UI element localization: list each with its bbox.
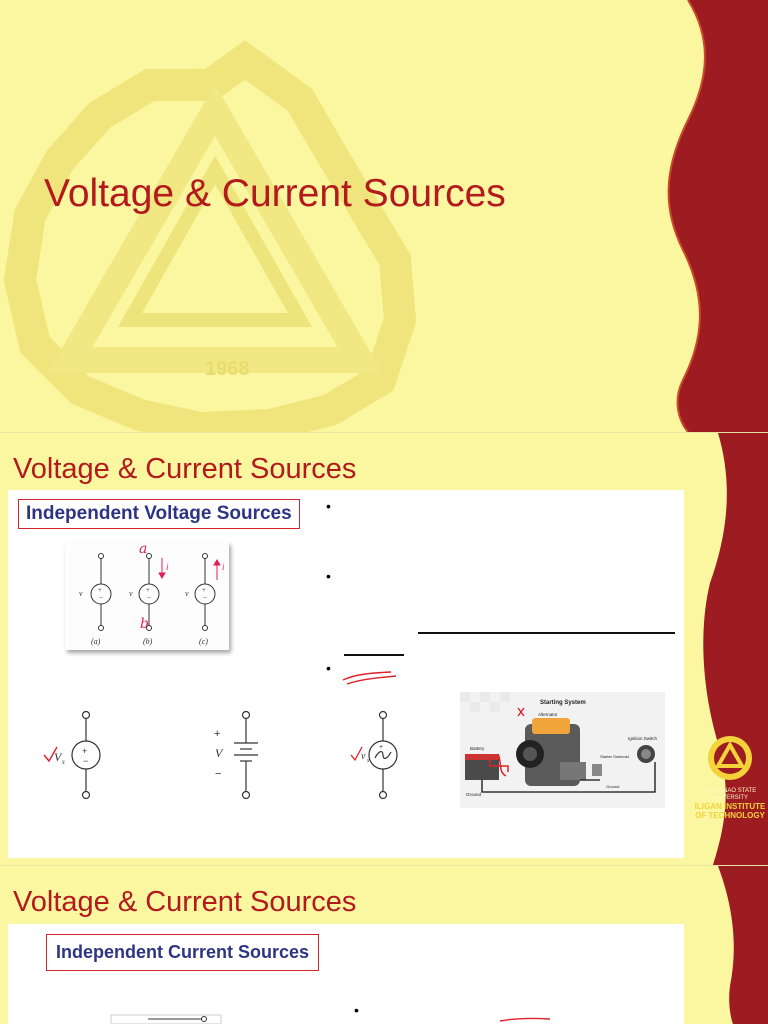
slide-divider	[0, 865, 768, 866]
content-panel: Independent Current Sources •	[8, 924, 684, 1024]
svg-text:v: v	[361, 751, 366, 762]
bullet-3: •	[326, 660, 331, 676]
slide-title: Voltage & Current Sources	[44, 172, 506, 215]
voltage-source-diagram-icon: +− +− +− v v v (a) (b) (c)	[79, 541, 225, 646]
watermark-logo-icon: 1968	[3, 40, 417, 432]
red-scribble-icon	[499, 1017, 551, 1022]
svg-text:v: v	[185, 589, 189, 598]
title-slide: 1968 Voltage & Current Sources	[0, 0, 768, 432]
logo-line-2: UNIVERSITY	[711, 795, 748, 801]
source-figure: +− +− +− v v v (a) (b) (c)	[65, 541, 229, 650]
bullet-1: •	[326, 498, 331, 514]
logo-line-1: MINDANAO STATE	[703, 788, 757, 794]
section-heading: Independent Current Sources	[46, 934, 320, 971]
svg-text:−: −	[215, 768, 221, 780]
svg-text:a: a	[139, 542, 147, 557]
decorative-border-icon	[718, 866, 768, 1024]
current-sources-slide: Voltage & Current Sources Independent Cu…	[0, 866, 768, 1024]
svg-text:+: +	[82, 746, 87, 756]
svg-text:(a): (a)	[91, 637, 101, 646]
university-logo: MINDANAO STATE UNIVERSITY ILIGAN INSTITU…	[692, 733, 768, 820]
svg-text:s: s	[367, 758, 370, 764]
svg-text:b: b	[140, 616, 149, 632]
section-heading: Independent Voltage Sources	[18, 499, 300, 529]
svg-text:Alternator: Alternator	[538, 712, 558, 717]
university-seal-icon	[708, 736, 752, 780]
svg-text:−: −	[147, 594, 151, 602]
svg-text:V: V	[54, 750, 63, 764]
svg-text:−: −	[83, 756, 88, 766]
slide-title: Voltage & Current Sources	[13, 886, 357, 918]
svg-text:+: +	[202, 586, 206, 594]
battery-symbol: + V −	[214, 710, 258, 800]
svg-text:V: V	[215, 746, 224, 760]
red-scribble-icon	[342, 671, 397, 685]
svg-text:+: +	[98, 586, 102, 594]
ac-voltage-source-symbol: + v s	[350, 710, 398, 800]
svg-text:Battery: Battery	[470, 746, 485, 751]
dc-voltage-source-symbol: + − V s	[43, 710, 101, 800]
bullet-1: •	[354, 1002, 359, 1018]
svg-text:i: i	[166, 562, 169, 572]
svg-text:(c): (c)	[199, 637, 208, 646]
watermark-year: 1968	[205, 358, 250, 380]
svg-text:−: −	[99, 594, 103, 602]
logo-line-4: OF TECHNOLOGY	[695, 811, 765, 820]
starting-system-image: Starting System Alternator Battery Groun…	[460, 692, 665, 808]
voltage-sources-slide: Voltage & Current Sources Independent Vo…	[0, 433, 768, 865]
underline-2	[344, 654, 404, 656]
svg-text:i: i	[222, 562, 225, 572]
decorative-border-icon	[667, 0, 768, 432]
current-source-figure-icon	[110, 1014, 222, 1024]
svg-text:Ground: Ground	[466, 792, 482, 797]
svg-text:Starting System: Starting System	[540, 700, 586, 706]
svg-text:+: +	[379, 744, 383, 751]
slide-divider	[0, 432, 768, 433]
svg-text:Ignition Switch: Ignition Switch	[628, 736, 658, 741]
underline-1	[418, 632, 675, 634]
svg-text:s: s	[62, 758, 65, 766]
slide-title: Voltage & Current Sources	[13, 453, 357, 485]
bullet-2: •	[326, 568, 331, 584]
svg-text:(b): (b)	[143, 637, 153, 646]
svg-text:v: v	[129, 589, 133, 598]
svg-text:−: −	[203, 594, 207, 602]
content-panel: Independent Voltage Sources	[8, 490, 684, 858]
svg-text:Ground: Ground	[606, 784, 619, 789]
svg-text:Starter Solenoid: Starter Solenoid	[600, 754, 629, 759]
svg-text:v: v	[79, 589, 83, 598]
logo-line-3: ILIGAN INSTITUTE	[694, 802, 766, 811]
svg-text:+: +	[146, 586, 150, 594]
svg-text:+: +	[214, 728, 220, 740]
